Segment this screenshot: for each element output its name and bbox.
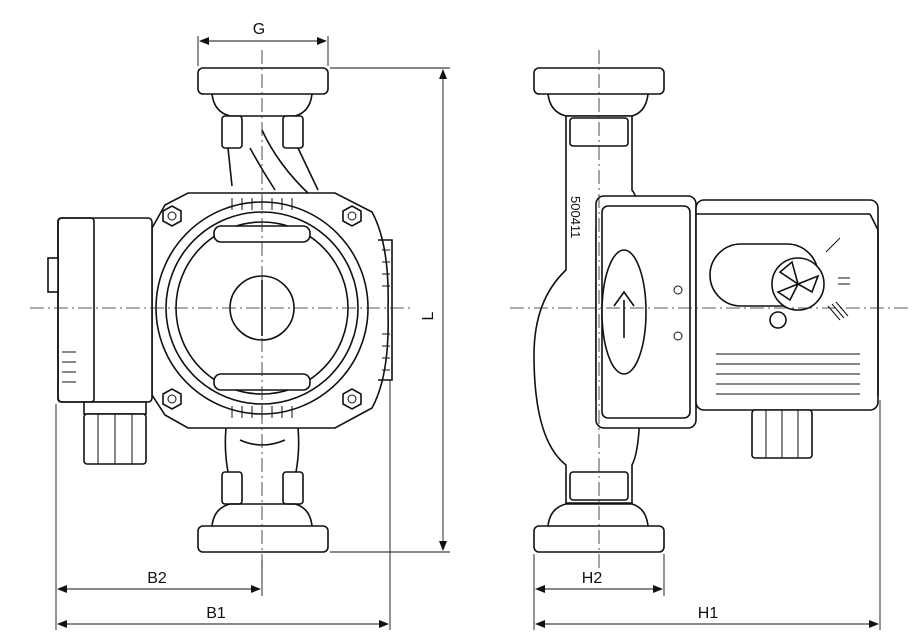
- front-top-pipe: [227, 129, 319, 196]
- speed-selector-icon: [776, 260, 820, 302]
- dimension-b2: B2: [55, 404, 263, 630]
- front-terminal-box: [57, 217, 153, 403]
- front-top-bolt-left: [221, 115, 243, 149]
- front-housing-ribs: [378, 239, 393, 381]
- front-top-flange: [197, 67, 329, 95]
- dimension-label-l: L: [420, 311, 437, 320]
- dimension-label-b2: B2: [147, 570, 167, 587]
- dimension-h2: H2: [533, 554, 665, 630]
- side-indicator-lamp: [769, 311, 787, 329]
- front-bottom-bolt-left: [221, 471, 243, 505]
- front-hex-bolts: [162, 205, 362, 410]
- front-terminal-clip: [47, 257, 59, 293]
- part-number-stamp: 500411: [568, 196, 583, 238]
- dimension-h1: H1: [535, 400, 881, 630]
- dimension-label-h1: H1: [698, 605, 719, 622]
- side-view: 500411: [510, 50, 910, 572]
- flow-direction-arrow-icon: [613, 290, 635, 338]
- dimension-label-g: G: [253, 21, 265, 38]
- front-top-bolt-right: [282, 115, 304, 149]
- side-top-neck: [547, 93, 649, 117]
- dimension-label-h2: H2: [582, 570, 603, 587]
- side-bottom-neck: [547, 503, 649, 527]
- dimension-label-b1: B1: [206, 605, 226, 622]
- front-view: [30, 50, 410, 572]
- front-top-neck: [211, 93, 313, 117]
- front-bottom-neck: [211, 503, 313, 527]
- front-bottom-bolt-right: [282, 471, 304, 505]
- dimension-g: G: [197, 21, 329, 66]
- front-bottom-flange: [197, 525, 329, 553]
- dimension-b1: B1: [57, 380, 391, 630]
- front-gland-base: [83, 401, 147, 415]
